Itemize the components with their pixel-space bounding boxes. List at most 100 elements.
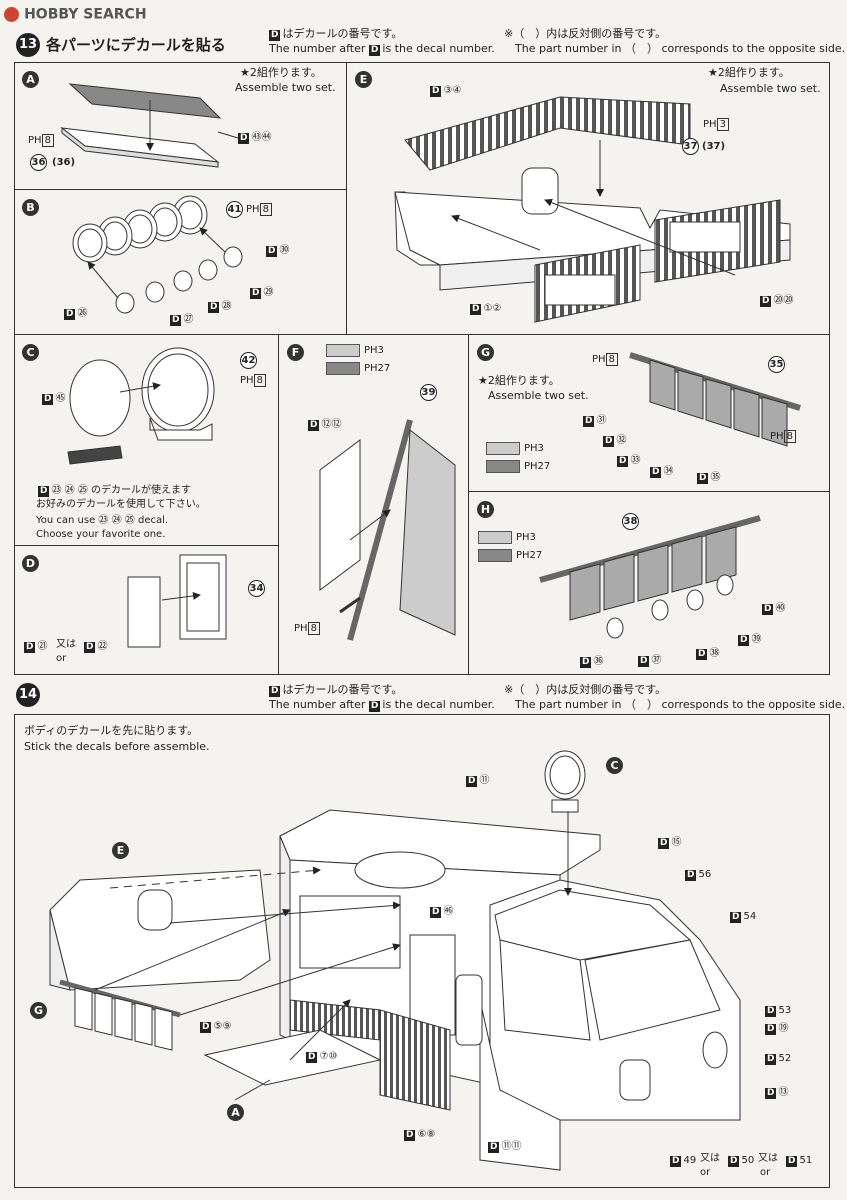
step-13-number: 13 xyxy=(16,33,40,57)
panel-h-badge: H xyxy=(477,501,494,518)
panel-e-star-jp: ★2組作ります。 xyxy=(708,66,790,79)
panel-e-part: 37 xyxy=(682,138,699,155)
panel-c-line2: お好みのデカールを使用して下さい。 xyxy=(36,499,206,510)
panel-g-part: 35 xyxy=(768,356,785,373)
panel-g-color1: PH3 xyxy=(524,443,544,454)
step-14-note-jp: ボディのデカールを先に貼ります。 xyxy=(24,724,199,737)
panel-a-star-jp: ★2組作ります。 xyxy=(240,66,322,79)
s14-badge-a: A xyxy=(227,1104,244,1121)
panel-c-line4: Choose your favorite one. xyxy=(36,529,166,540)
step-14-note-en: Stick the decals before assemble. xyxy=(24,740,210,753)
logo-icon xyxy=(4,7,19,22)
panel-h-swatch-dark xyxy=(478,549,512,562)
panel-g-swatch-light xyxy=(486,442,520,455)
panel-g-badge: G xyxy=(477,344,494,361)
panel-a-badge: A xyxy=(22,71,39,88)
panel-f-part: 39 xyxy=(420,384,437,401)
panel-d-mata: 又は xyxy=(56,639,76,650)
panel-a-part-opposite: (36) xyxy=(52,157,76,168)
panel-h-color1: PH3 xyxy=(516,532,536,543)
panel-g-swatch-dark xyxy=(486,460,520,473)
panel-f-color2: PH27 xyxy=(364,363,391,374)
panel-h-color2: PH27 xyxy=(516,550,543,561)
step-14-number: 14 xyxy=(16,683,40,707)
s14-badge-c: C xyxy=(606,757,623,774)
panel-d-badge: D xyxy=(22,555,39,572)
step-13-opposite-note-en: The part number in （ ） corresponds to th… xyxy=(515,42,846,55)
panel-b-badge: B xyxy=(22,199,39,216)
panel-g-star-en: Assemble two set. xyxy=(488,389,589,402)
s14-badge-g: G xyxy=(30,1002,47,1019)
panel-c-part: 42 xyxy=(240,352,257,369)
step-13-opposite-note-jp: ※（ ）内は反対側の番号です。 xyxy=(504,27,667,40)
s14-badge-e: E xyxy=(112,842,129,859)
panel-e-badge: E xyxy=(355,71,372,88)
panel-h-part: 38 xyxy=(622,513,639,530)
s14-or2: or xyxy=(760,1167,771,1178)
panel-d-or: or xyxy=(56,653,67,664)
logo-text: HOBBY SEARCH xyxy=(24,6,147,23)
s14-or1: or xyxy=(700,1167,711,1178)
s14-mata2: 又は xyxy=(758,1153,778,1164)
panel-e-star-en: Assemble two set. xyxy=(720,82,821,95)
step-14-opposite-note-en: The part number in （ ） corresponds to th… xyxy=(515,698,846,711)
panel-f-swatch-light xyxy=(326,344,360,357)
panel-g-star-jp: ★2組作ります。 xyxy=(478,374,560,387)
panel-f-badge: F xyxy=(287,344,304,361)
panel-c-line3: You can use ㉓ ㉔ ㉕ decal. xyxy=(36,515,169,526)
logo: HOBBY SEARCH xyxy=(4,4,147,23)
s14-mata1: 又は xyxy=(700,1153,720,1164)
step-14-opposite-note-jp: ※（ ）内は反対側の番号です。 xyxy=(504,683,667,696)
panel-d-part: 34 xyxy=(248,580,265,597)
panel-f-swatch-dark xyxy=(326,362,360,375)
panel-f-color1: PH3 xyxy=(364,345,384,356)
panel-h-swatch-light xyxy=(478,531,512,544)
step-13-title: 各パーツにデカールを貼る xyxy=(46,36,226,54)
panel-c-badge: C xyxy=(22,344,39,361)
panel-a-star-en: Assemble two set. xyxy=(235,81,336,94)
panel-h xyxy=(468,491,830,675)
